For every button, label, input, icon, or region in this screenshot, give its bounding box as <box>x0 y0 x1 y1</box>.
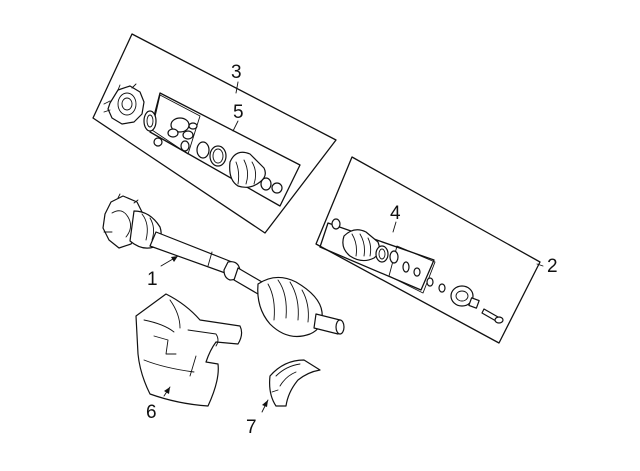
callout-3: 3 <box>231 62 242 83</box>
washer-icon <box>426 277 434 287</box>
callout-5: 5 <box>233 102 244 123</box>
washer-icon <box>402 261 410 273</box>
washer-icon <box>413 267 421 277</box>
callout-7: 7 <box>246 417 257 438</box>
callout-4: 4 <box>390 203 401 224</box>
axle-assembly <box>102 193 345 337</box>
axle-shaft-icon <box>149 231 233 275</box>
callout-6: 6 <box>146 402 157 423</box>
washer-icon <box>438 283 446 293</box>
outer-cv-joint-icon <box>103 83 145 125</box>
tripod-joint-icon <box>153 117 198 152</box>
nut-icon <box>331 218 341 230</box>
axle-outer-boot-icon <box>257 276 323 337</box>
callout-1: 1 <box>147 269 158 290</box>
inner-cv-boot-icon <box>342 229 399 264</box>
splash-shield-part <box>135 293 243 407</box>
kit-panel-3 <box>92 33 337 234</box>
snap-ring-icon <box>143 110 157 132</box>
clamp-icon <box>196 141 210 159</box>
kit-panel-4 <box>319 221 436 294</box>
kit-panel-2 <box>315 156 544 344</box>
inner-cv-joint-icon <box>450 285 480 309</box>
cv-boot-icon <box>229 151 283 194</box>
bolt-icon <box>481 308 504 324</box>
bracket-part <box>261 359 321 413</box>
callout-2: 2 <box>547 256 558 277</box>
axle-stub-icon <box>313 313 341 335</box>
